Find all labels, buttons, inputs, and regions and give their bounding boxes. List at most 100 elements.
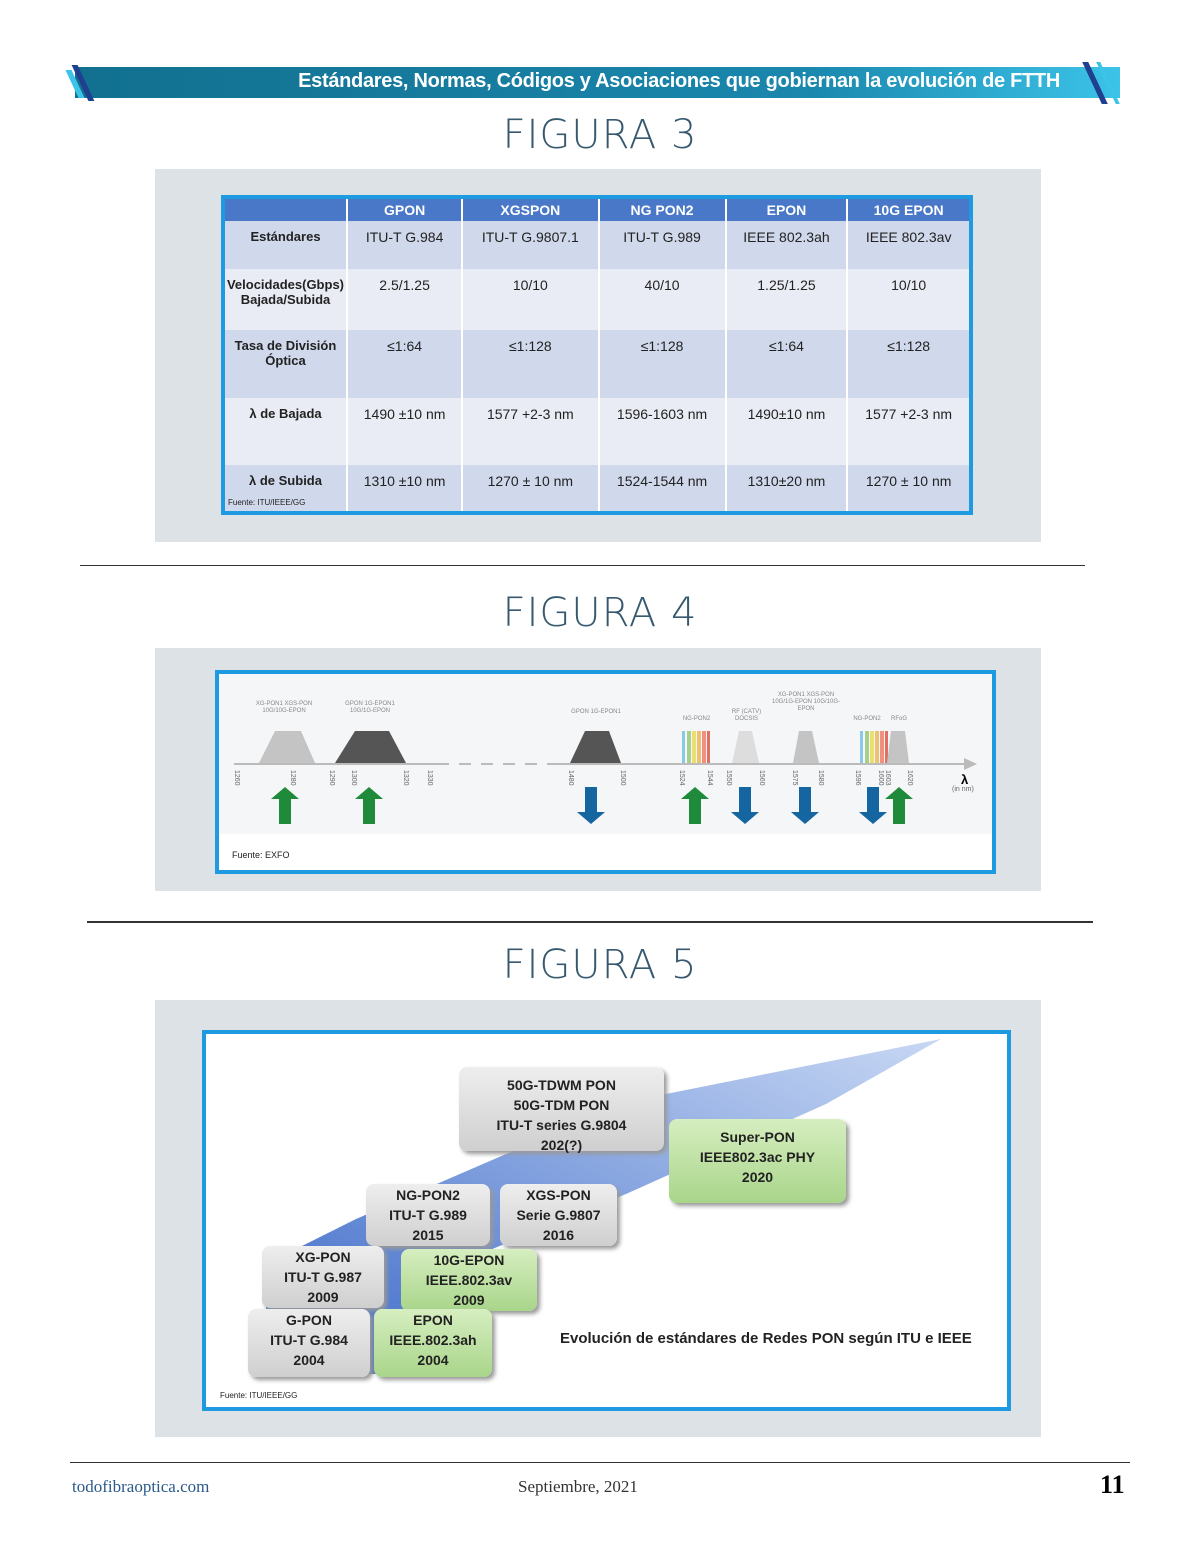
standard-box-line: 2009 xyxy=(307,1289,339,1305)
table-cell: 40/10 xyxy=(598,269,727,330)
band-label: XG-PON1 XGS-PON 10G/10G-EPON xyxy=(255,701,313,714)
standard-box-line: 2020 xyxy=(741,1169,774,1185)
table-cell: 1270 ± 10 nm xyxy=(847,464,972,513)
table-cell: 2.5/1.25 xyxy=(347,269,464,330)
standard-box-line: EPON xyxy=(413,1312,453,1328)
band-shape xyxy=(887,731,909,763)
standard-box: G-PON ITU-T G.984 2004 xyxy=(248,1309,370,1377)
axis-tick-label: 1620 xyxy=(906,770,913,786)
downstream-arrows xyxy=(577,787,887,824)
divider xyxy=(80,565,1085,566)
footer-date: Septiembre, 2021 xyxy=(518,1477,638,1496)
table-cell: ITU-T G.9807.1 xyxy=(462,221,600,270)
footer-divider xyxy=(70,1462,1130,1463)
standard-box-line: NG-PON2 xyxy=(396,1187,460,1203)
band-shape xyxy=(793,731,819,763)
axis-tick-label: 1280 xyxy=(289,770,296,786)
table-cell: 10/10 xyxy=(847,269,972,330)
axis-tick-label: 1580 xyxy=(817,770,824,786)
figure-4-source: Fuente: EXFO xyxy=(232,850,290,860)
axis-tick-label: 1596 xyxy=(854,770,861,786)
page-number: 11 xyxy=(1100,1470,1125,1499)
axis-tick-label: 1330 xyxy=(426,770,433,786)
table-cell: 1.25/1.25 xyxy=(725,269,849,330)
table-cell: ITU-T G.984 xyxy=(347,221,464,270)
table-cell: ≤1:64 xyxy=(347,329,464,399)
table-cell: IEEE 802.3av xyxy=(847,221,972,270)
table-cell: ≤1:128 xyxy=(598,329,727,399)
column-header: GPON xyxy=(347,197,464,221)
standard-box-line: Serie G.9807 xyxy=(516,1207,601,1223)
band-shape xyxy=(732,731,759,763)
row-header: Velocidades(Gbps) Bajada/Subida xyxy=(223,269,348,330)
column-header: EPON xyxy=(725,197,849,221)
band-shape xyxy=(335,731,406,763)
standard-box-line: IEEE.802.3av xyxy=(425,1272,513,1288)
table-cell: ≤1:128 xyxy=(847,329,972,399)
axis-tick-label: 1560 xyxy=(758,770,765,786)
lambda-symbol: λ xyxy=(961,772,969,787)
footer-site-link[interactable]: todofibraoptica.com xyxy=(72,1477,210,1496)
standard-box-line: 2009 xyxy=(453,1292,485,1308)
ngpon2-spectrum-2 xyxy=(860,731,888,763)
standard-box-line: G-PON xyxy=(286,1312,332,1328)
table-cell: ≤1:128 xyxy=(462,329,600,399)
standard-box: XG-PON ITU-T G.987 2009 xyxy=(262,1246,384,1308)
table-cell: 1310 ±10 nm xyxy=(347,464,464,513)
axis-tick-label: 1260 xyxy=(233,770,240,786)
axis-tick-label: 1600 xyxy=(877,770,884,786)
standard-box-line: XGS-PON xyxy=(526,1187,591,1203)
figure-4-title: FIGURA 4 xyxy=(502,590,698,636)
figure-3-title: FIGURA 3 xyxy=(502,112,698,158)
table-cell: 1524-1544 nm xyxy=(598,464,727,513)
column-header xyxy=(223,197,348,221)
wavelength-axis xyxy=(219,674,992,834)
standard-box-line: 2004 xyxy=(293,1352,325,1368)
figure-5-source: Fuente: ITU/IEEE/GG xyxy=(220,1391,298,1400)
column-header: XGSPON xyxy=(462,197,600,221)
ngpon2-spectrum-1 xyxy=(682,731,710,763)
band-shape xyxy=(570,731,621,763)
table-cell: IEEE 802.3ah xyxy=(725,221,849,270)
axis-unit: (in nm) xyxy=(952,786,974,793)
table-cell: 10/10 xyxy=(462,269,600,330)
axis-tick-label: 1550 xyxy=(725,770,732,786)
row-header: Tasa de División Óptica xyxy=(223,329,348,399)
figure-3-source: Fuente: ITU/IEEE/GG xyxy=(228,498,306,507)
band-label: GPON 1G-EPON1 10G/1G-EPON xyxy=(345,701,395,714)
standard-box-line: ITU-T G.989 xyxy=(389,1207,467,1223)
axis-tick-label: 1320 xyxy=(402,770,409,786)
figure-5-title: FIGURA 5 xyxy=(502,942,698,988)
axis-tick-label: 1480 xyxy=(567,770,574,786)
standard-box-line: ITU-T G.987 xyxy=(284,1269,362,1285)
table-row: Tasa de División Óptica≤1:64≤1:128≤1:128… xyxy=(223,329,972,399)
standard-box-line: 2004 xyxy=(417,1352,449,1368)
column-header: NG PON2 xyxy=(598,197,727,221)
header-title: Estándares, Normas, Códigos y Asociacion… xyxy=(298,70,1060,92)
table-cell: 1490 ±10 nm xyxy=(347,398,464,465)
table-cell: 1270 ± 10 nm xyxy=(462,464,600,513)
standard-box-line: 10G-EPON xyxy=(433,1252,505,1268)
standard-box-line: ITU-T G.984 xyxy=(270,1332,348,1348)
standard-box-line: IEEE802.3ac PHY xyxy=(699,1149,816,1165)
standard-box-line: Super-PON xyxy=(720,1129,795,1145)
table-cell: 1577 +2-3 nm xyxy=(847,398,972,465)
standard-box-line: XG-PON xyxy=(295,1249,351,1265)
axis-tick-label: 1575 xyxy=(791,770,798,786)
band-shape xyxy=(259,731,315,763)
header-banner: Estándares, Normas, Códigos y Asociacion… xyxy=(75,67,1120,98)
standard-box: Super-PON IEEE802.3ac PHY 2020 xyxy=(669,1119,846,1203)
row-header: λ de Subida xyxy=(223,464,348,513)
band-label: NG-PON2 xyxy=(682,716,711,722)
band-label: NG-PON2 xyxy=(853,716,881,722)
